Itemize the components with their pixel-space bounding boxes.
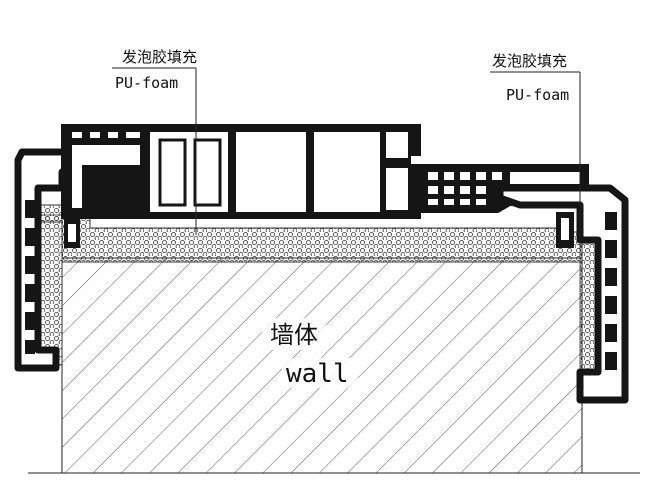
right-foam-label-en: PU-foam xyxy=(506,86,569,104)
wall-label-en: wall xyxy=(286,359,349,389)
right-foam-label-cn: 发泡胶填充 xyxy=(492,52,567,70)
left-foam-label-cn: 发泡胶填充 xyxy=(122,48,197,66)
main-frame-profile xyxy=(61,124,589,248)
left-foam-label-en: PU-foam xyxy=(115,74,178,92)
pu-foam-left-side xyxy=(39,214,63,366)
wall-label-cn: 墙体 xyxy=(270,321,318,349)
right-casing-profile xyxy=(496,184,629,404)
